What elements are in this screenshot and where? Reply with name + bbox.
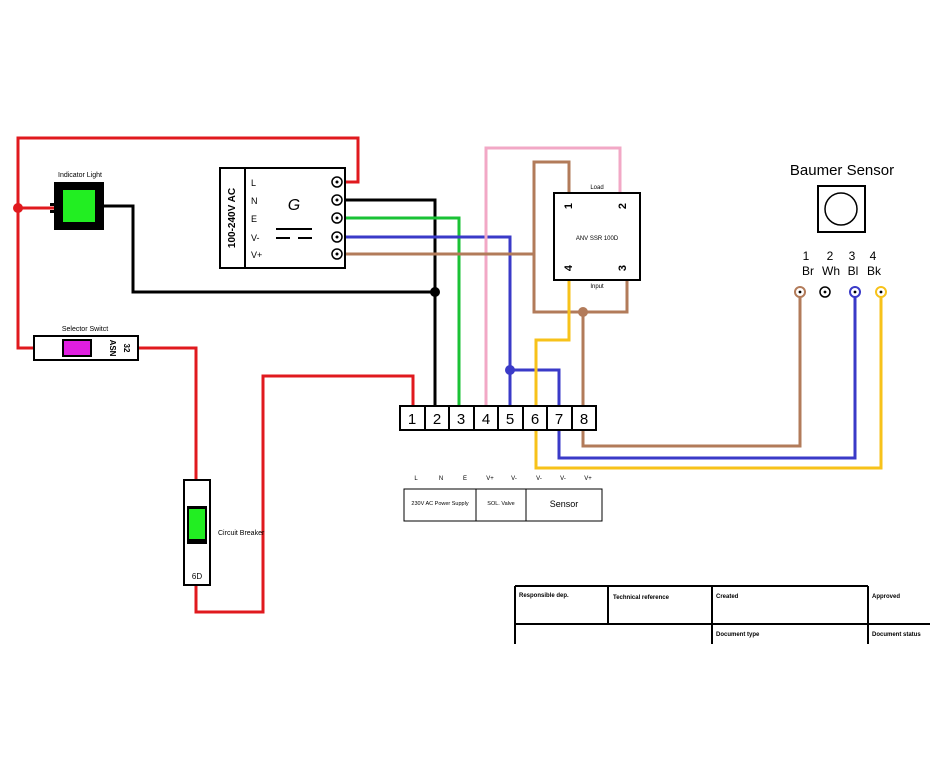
signal-2: N (439, 476, 443, 482)
wire-blue-branch (510, 368, 561, 406)
group-sensor: Sensor (550, 499, 579, 509)
ssr-pin-2: 2 (617, 203, 629, 209)
terminal-4: 4 (482, 411, 490, 428)
sensor-pin-num-1: 1 (803, 249, 810, 263)
field-doc-type: Document type (716, 632, 760, 638)
wire-yellow-sensor (534, 292, 883, 470)
indicator-light: Indicator Light (50, 172, 104, 230)
terminal-3: 3 (457, 411, 465, 428)
power-supply: 100-240V AC G L N E V- V+ (219, 167, 346, 269)
wire-red-to-switch (16, 208, 34, 350)
sensor-pin-color-4: Bk (867, 264, 882, 278)
field-doc-status: Document status (872, 632, 921, 638)
terminal-1: 1 (408, 411, 416, 428)
terminal-6: 6 (531, 411, 539, 428)
signal-4: V+ (486, 476, 494, 482)
wire-green-earth (337, 216, 461, 406)
wire-brown-sensor (581, 292, 802, 448)
sensor-pin-num-4: 4 (870, 249, 877, 263)
signal-1: L (414, 476, 418, 482)
wire-black-neutral (337, 198, 437, 406)
wire-yellow-input (534, 280, 571, 406)
field-created: Created (716, 594, 739, 600)
terminal-5: 5 (506, 411, 514, 428)
signal-8: V+ (584, 476, 592, 482)
sensor-pin-num-3: 3 (849, 249, 856, 263)
breaker-rating: 6D (192, 572, 202, 581)
psu-terminal-N: N (251, 196, 258, 206)
wire-pink-load (484, 146, 622, 406)
signal-7: V- (560, 476, 566, 482)
psu-voltage-label: 100-240V AC (227, 188, 238, 248)
solid-state-relay: Load Input ANV SSR 100D 1 2 4 3 (553, 185, 641, 290)
wire-blue-vminus (337, 235, 512, 406)
sensor-title: Baumer Sensor (790, 162, 894, 179)
circuit-breaker[interactable]: 6D Circuit Breaker (183, 479, 265, 586)
ssr-name: ANV SSR 100D (576, 236, 619, 242)
sensor-pin-num-2: 2 (827, 249, 834, 263)
selector-switch-label: Selector Switct (62, 326, 108, 333)
group-psu: 230V AC Power Supply (411, 501, 468, 507)
field-technical: Technical reference (613, 595, 670, 601)
baumer-sensor: Baumer Sensor 1 2 3 4 Br Wh Bl Bk (790, 162, 894, 298)
signal-3: E (463, 476, 467, 482)
group-valve: SOL. Valve (487, 501, 514, 507)
signal-6: V- (536, 476, 542, 482)
ssr-pin-4: 4 (563, 264, 575, 271)
selector-mark-1: ASN (108, 340, 117, 357)
wire-blue-sensor (557, 292, 857, 460)
field-responsible: Responsible dep. (519, 593, 569, 599)
junction-red (13, 203, 23, 213)
field-approved: Approved (872, 594, 900, 600)
selector-switch[interactable]: Selector Switct ASN 32 (33, 326, 139, 361)
wire-red-main (16, 136, 360, 208)
ssr-pin-1: 1 (563, 203, 575, 209)
wire-brown-load-loop (532, 160, 629, 314)
psu-terminal-Vplus: V+ (251, 250, 262, 260)
terminal-8: 8 (580, 411, 588, 428)
sensor-pin-color-2: Wh (822, 264, 840, 278)
junction-black (430, 287, 440, 297)
selector-mark-2: 32 (122, 344, 131, 353)
signal-5: V- (511, 476, 517, 482)
junction-blue (505, 365, 515, 375)
terminal-block: 1 2 3 4 5 6 7 8 L N E V+ V- V- V- V+ 230… (399, 405, 603, 522)
indicator-light-label: Indicator Light (58, 172, 102, 179)
psu-terminal-E: E (251, 214, 257, 224)
title-block: Responsible dep. Technical reference Cre… (514, 585, 930, 644)
wire-black-light-return (104, 204, 435, 294)
ssr-pin-3: 3 (617, 265, 629, 271)
sensor-pin-color-3: Bl (848, 264, 859, 278)
psu-symbol: G (288, 197, 300, 214)
ssr-input-label: Input (590, 284, 604, 290)
breaker-label: Circuit Breaker (218, 530, 265, 537)
terminal-7: 7 (555, 411, 563, 428)
wire-red-switch-breaker (138, 346, 198, 480)
sensor-pin-color-1: Br (802, 264, 814, 278)
psu-terminal-Vminus: V- (251, 233, 260, 243)
psu-terminal-L: L (251, 178, 256, 188)
junction-brown (578, 307, 588, 317)
terminal-2: 2 (433, 411, 441, 428)
ssr-load-label: Load (590, 185, 603, 191)
wire-red-breaker-terminal1 (194, 374, 415, 614)
